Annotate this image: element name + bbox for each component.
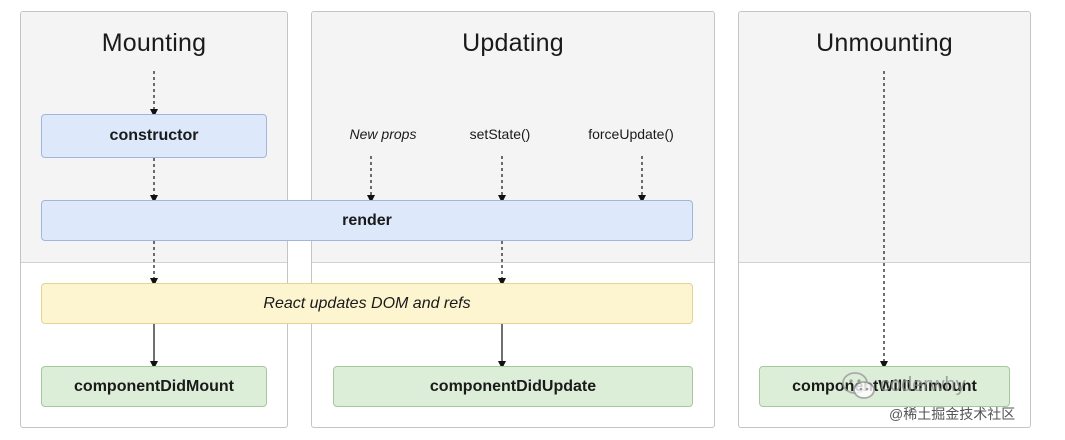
constructor-node: constructor	[41, 114, 267, 158]
updating-title: Updating	[462, 29, 564, 57]
unmounting-title: Unmounting	[816, 29, 953, 57]
unmounting-column: Unmounting	[738, 11, 1031, 428]
mounting-title: Mounting	[101, 29, 207, 57]
component-will-unmount-node: componentWillUnmount	[759, 366, 1010, 407]
wechat-logo-icon	[842, 372, 875, 399]
render-node: render	[41, 200, 693, 241]
new-props-label: New props	[349, 126, 417, 142]
component-did-update-node: componentDidUpdate	[333, 366, 693, 407]
watermark-handle: coderwhy	[880, 374, 966, 396]
react-updates-dom-node: React updates DOM and refs	[41, 283, 693, 324]
watermark-site: @稀土掘金技术社区	[889, 406, 1016, 422]
set-state-label: setState()	[469, 126, 531, 142]
force-update-label: forceUpdate()	[588, 126, 674, 142]
component-did-mount-node: componentDidMount	[41, 366, 267, 407]
